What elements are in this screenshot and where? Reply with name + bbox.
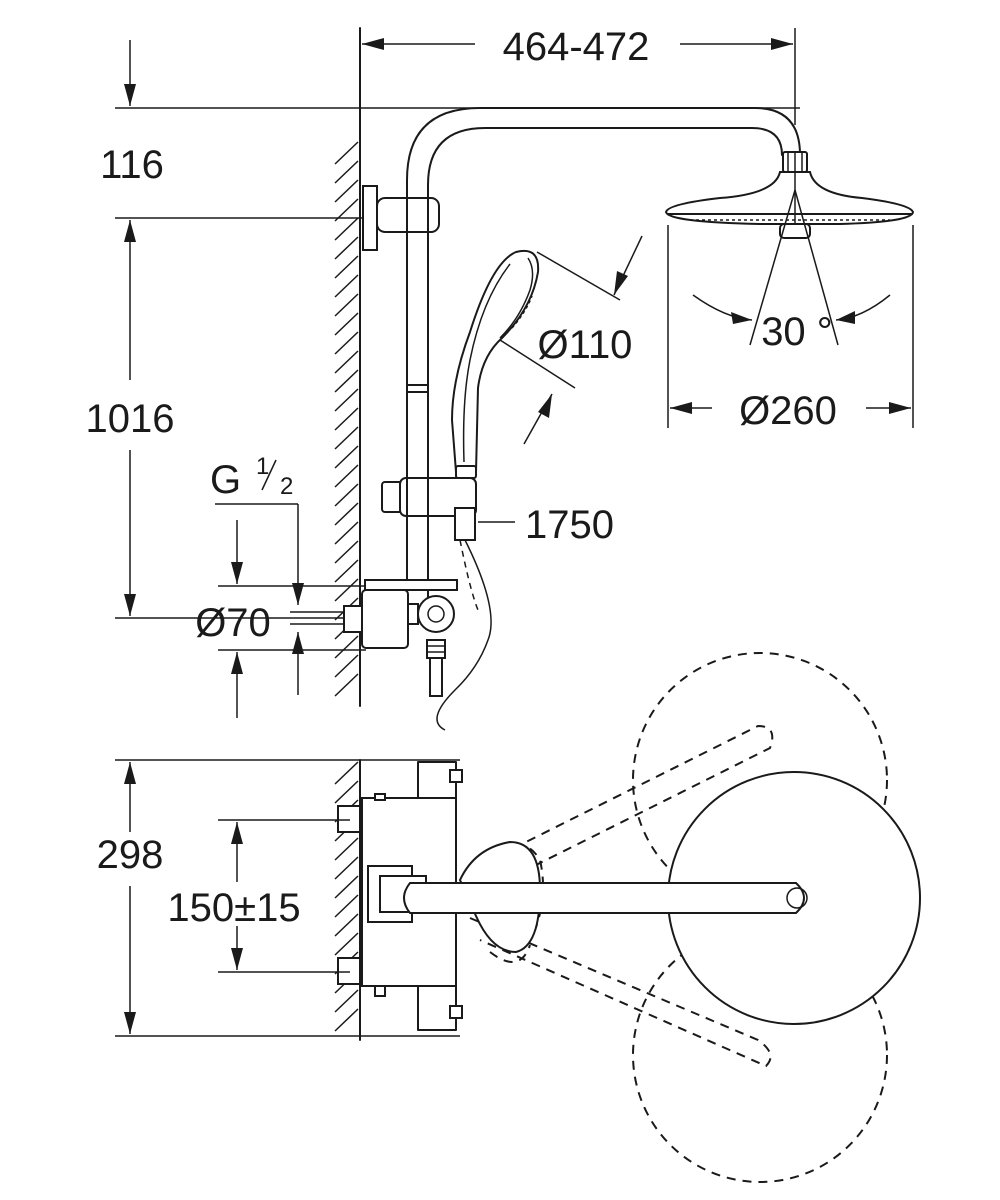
wall-hatch-line bbox=[334, 141, 359, 165]
wall-front-view bbox=[334, 27, 361, 707]
centres-label: 150±15 bbox=[167, 886, 300, 930]
head-angle-label: 30 ° bbox=[761, 310, 833, 354]
slider-and-hose: 1750 bbox=[381, 477, 614, 731]
wall-hatch-line bbox=[334, 350, 359, 374]
wall-hatch-line bbox=[334, 236, 359, 260]
wall-hatch-line bbox=[334, 837, 359, 861]
wall-hatch-line bbox=[334, 875, 359, 899]
wall-hatch-line bbox=[334, 464, 359, 488]
wall-hatch-line bbox=[334, 331, 359, 355]
wall-hatch-line bbox=[334, 255, 359, 279]
wall-hatch-line bbox=[334, 407, 359, 431]
wall-hatch-line bbox=[334, 989, 359, 1013]
wall-hatch-line bbox=[334, 312, 359, 336]
arm-projection-label: 464-472 bbox=[503, 25, 650, 69]
thread-label: G bbox=[210, 458, 241, 502]
top-view: 298 150±15 bbox=[97, 652, 921, 1183]
wall-gap-label: Ø70 bbox=[195, 601, 271, 645]
wall-hatch-line bbox=[334, 780, 359, 804]
wall-hatch-line bbox=[334, 856, 359, 880]
hand-shower-label: Ø110 bbox=[538, 323, 633, 367]
hand-shower: Ø110 bbox=[450, 235, 643, 479]
wall-hatch-line bbox=[334, 483, 359, 507]
wall-hatch-line bbox=[334, 635, 359, 659]
wall-hatch-line bbox=[334, 1008, 359, 1032]
wall-hatch-line bbox=[334, 426, 359, 450]
wall-hatch-line bbox=[334, 160, 359, 184]
wall-hatch-line bbox=[334, 521, 359, 545]
inlet-dimensions: G 1 2 Ø70 bbox=[195, 453, 366, 718]
shower-riser bbox=[362, 107, 801, 606]
arm-projection-dimension: 464-472 bbox=[362, 25, 796, 125]
wall-hatch-line bbox=[334, 913, 359, 937]
wall-hatch-line bbox=[334, 540, 359, 564]
height-dimensions: 116 1016 bbox=[86, 40, 800, 619]
wall-hatch-line bbox=[334, 673, 359, 697]
wall-hatch-line bbox=[334, 578, 359, 602]
shower-head: 30 ° Ø260 bbox=[664, 151, 915, 433]
wall-top-view bbox=[334, 759, 361, 1041]
head-diameter-label: Ø260 bbox=[739, 389, 837, 433]
wall-hatch-line bbox=[334, 388, 359, 412]
wall-hatch-line bbox=[334, 654, 359, 678]
wall-hatch-line bbox=[334, 293, 359, 317]
wall-hatch-line bbox=[334, 445, 359, 469]
wall-hatch-line bbox=[334, 179, 359, 203]
wall-hatch-line bbox=[334, 274, 359, 298]
wall-hatch-line bbox=[334, 369, 359, 393]
wall-hatch-line bbox=[334, 502, 359, 526]
height-label: 1016 bbox=[86, 397, 175, 441]
wall-hatch-line bbox=[334, 761, 359, 785]
wall-hatch-line bbox=[334, 894, 359, 918]
top-offset-label: 116 bbox=[100, 143, 164, 187]
depth-label: 298 bbox=[97, 833, 164, 877]
wall-hatch-line bbox=[334, 217, 359, 241]
thread-numerator: 1 bbox=[256, 453, 269, 480]
thermostat-front bbox=[290, 579, 458, 697]
wall-hatch-line bbox=[334, 932, 359, 956]
wall-hatch-line bbox=[334, 559, 359, 583]
hose-length-label: 1750 bbox=[525, 503, 614, 547]
thread-denominator: 2 bbox=[280, 473, 293, 500]
